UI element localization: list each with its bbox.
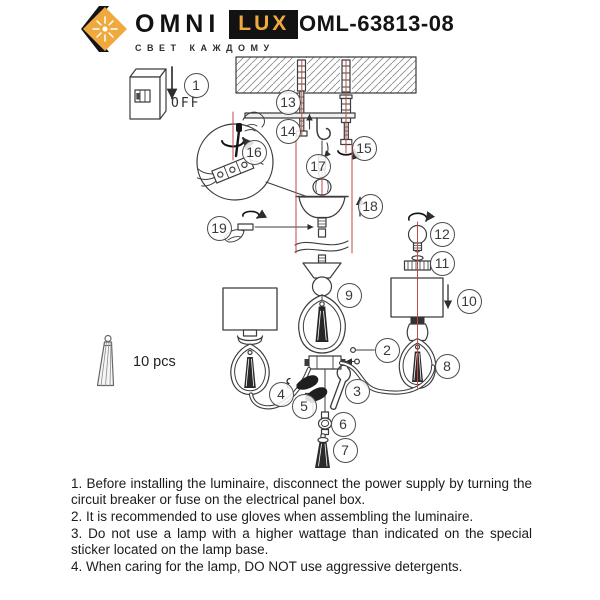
pendant-icon <box>96 334 115 387</box>
brand-logo-icon <box>81 6 127 52</box>
callout-1: 1 <box>183 72 209 98</box>
instruction-2: 2. It is recommended to use gloves when … <box>71 509 474 524</box>
quantity-label: 10 pcs <box>133 354 176 370</box>
callout-4: 4 <box>268 381 294 407</box>
brand-logo: OMNI LUX СВЕТ КАЖДОМУ <box>78 4 299 54</box>
alignment-guides <box>232 59 418 389</box>
wrench-icon <box>329 365 351 410</box>
instruction-1: 1. Before installing the luminaire, disc… <box>71 476 532 507</box>
callout-16: 16 <box>241 139 267 165</box>
lamp-left <box>222 287 312 410</box>
bottom-tassel <box>315 433 330 468</box>
brand-name: OMNI <box>135 10 221 38</box>
brand-text-block: OMNI LUX СВЕТ КАЖДОМУ <box>135 4 299 53</box>
instructions-block: 1. Before installing the luminaire, disc… <box>71 476 532 576</box>
callout-13: 13 <box>275 89 301 115</box>
callout-19: 19 <box>206 215 232 241</box>
callout-18: 18 <box>357 193 383 219</box>
mounting-bracket <box>244 112 356 130</box>
ceiling <box>235 56 417 94</box>
model-number: OML-63813-08 <box>299 11 455 36</box>
central-column <box>298 262 346 354</box>
bottom-connector <box>317 411 333 436</box>
off-label: OFF <box>171 96 201 111</box>
callout-6: 6 <box>330 411 356 437</box>
ceiling-hook <box>316 117 331 158</box>
brand-accent-badge: LUX <box>229 10 299 39</box>
callout-8: 8 <box>434 353 460 379</box>
callout-5: 5 <box>291 393 317 419</box>
callout-7: 7 <box>332 437 358 463</box>
callout-10: 10 <box>456 288 482 314</box>
callout-2: 2 <box>374 337 400 363</box>
circuit-breaker <box>129 66 178 120</box>
brand-tagline: СВЕТ КАЖДОМУ <box>135 43 275 53</box>
instruction-3: 3. Do not use a lamp with a higher watta… <box>71 526 532 557</box>
callout-15: 15 <box>351 135 377 161</box>
callout-9: 9 <box>336 282 362 308</box>
callout-12: 12 <box>429 221 455 247</box>
locking-screw-step <box>224 209 314 243</box>
callout-17: 17 <box>305 153 331 179</box>
instruction-4: 4. When caring for the lamp, DO NOT use … <box>71 559 463 574</box>
callout-14: 14 <box>275 118 301 144</box>
callout-3: 3 <box>344 378 370 404</box>
callout-11: 11 <box>429 250 455 276</box>
